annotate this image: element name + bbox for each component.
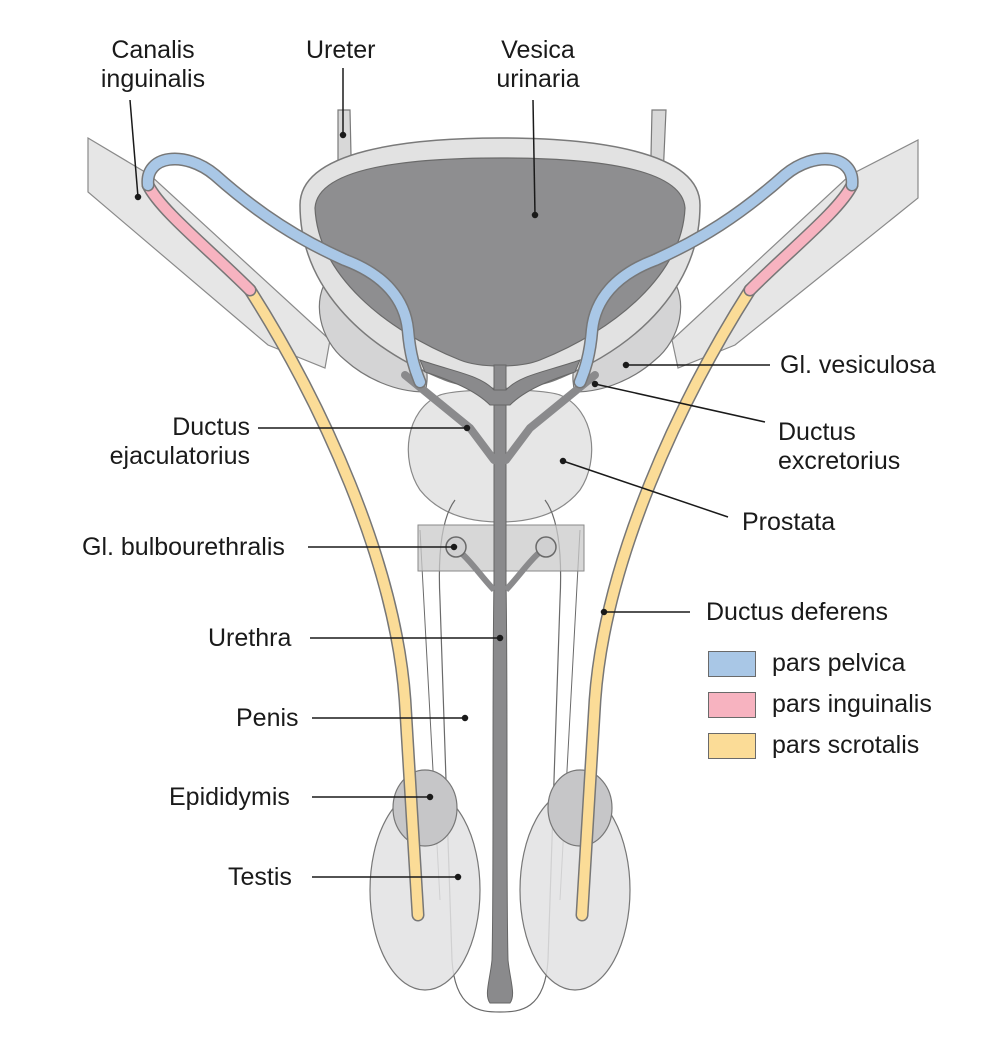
leader-dot-prostata [559,457,567,465]
label-ductus-ejaculatorius-line1: Ductus [172,413,250,441]
leader-dot-ductus-deferens [600,608,608,616]
label-gl-vesiculosa: Gl. vesiculosa [780,351,936,379]
leader-dot-urethra [496,634,504,642]
bulbourethral-duct-right [503,549,542,593]
ductus-deferens-scrotalis-right-fill [577,285,755,920]
epididymis-right [547,769,613,847]
leader-dot-ductus-ejaculatorius [463,424,471,432]
leader-dot-vesica-urinaria [531,211,539,219]
ductus-deferens-pelvica-left-fill [142,154,425,387]
label-canalis-inguinalis: Canalis inguinalis [88,36,218,94]
label-vesica-urinaria-line1: Vesica [501,36,575,64]
label-vesica-urinaria: Vesica urinaria [478,36,598,94]
leader-dot-gl-vesiculosa [622,361,630,369]
label-urethra: Urethra [208,624,292,652]
label-ductus-ejaculatorius-line2: ejaculatorius [109,442,250,470]
label-ureter: Ureter [306,36,376,64]
label-penis: Penis [236,704,299,732]
label-canalis-inguinalis-line2: inguinalis [100,65,206,93]
label-testis: Testis [228,863,292,891]
ductus-deferens-scrotalis-left-fill [245,285,423,920]
label-prostata: Prostata [742,508,836,536]
leader-dot-ductus-excretorius [591,380,599,388]
gl-bulbourethralis-right [535,536,557,558]
leader-dot-canalis-inguinalis [134,193,142,201]
label-ductus-ejaculatorius: Ductus ejaculatorius [98,413,250,471]
legend-swatch-pars-pelvica [708,651,756,677]
label-gl-bulbourethralis: Gl. bulbourethralis [82,533,285,561]
ductus-deferens-inguinalis-right-fill [745,180,857,295]
label-epididymis: Epididymis [169,783,290,811]
leader-dot-gl-bulbourethralis [450,543,458,551]
ductus-ejaculatorius-right [502,371,599,464]
legend-label-pars-pelvica: pars pelvica [772,649,906,677]
leader-dot-epididymis [426,793,434,801]
legend-swatch-pars-inguinalis [708,692,756,718]
legend-swatch-pars-scrotalis [708,733,756,759]
label-ductus-deferens: Ductus deferens [706,598,889,626]
leader-ductus-excretorius [594,383,766,423]
legend-label-pars-scrotalis: pars scrotalis [772,731,920,759]
epididymis-left [392,769,458,847]
label-ductus-excretorius: Ductus excretorius [778,418,900,476]
ductus-deferens-inguinalis-left-fill [143,180,255,295]
leader-canalis-inguinalis [129,99,139,198]
legend-label-pars-inguinalis: pars inguinalis [772,690,932,718]
label-ductus-excretorius-line2: excretorius [778,447,901,475]
label-ductus-excretorius-line1: Ductus [778,418,856,446]
ductus-deferens-pelvica-right-fill [575,154,858,387]
urethra [486,364,514,1004]
urethra-funnel [419,359,581,406]
label-vesica-urinaria-line2: urinaria [496,65,580,93]
leader-lines [129,68,770,881]
label-canalis-inguinalis-line1: Canalis [111,36,195,64]
leader-dot-ureter [339,131,347,139]
leader-dot-penis [461,714,469,722]
leader-prostata [562,460,729,518]
leader-vesica-urinaria [532,99,536,216]
leader-dot-testis [454,873,462,881]
